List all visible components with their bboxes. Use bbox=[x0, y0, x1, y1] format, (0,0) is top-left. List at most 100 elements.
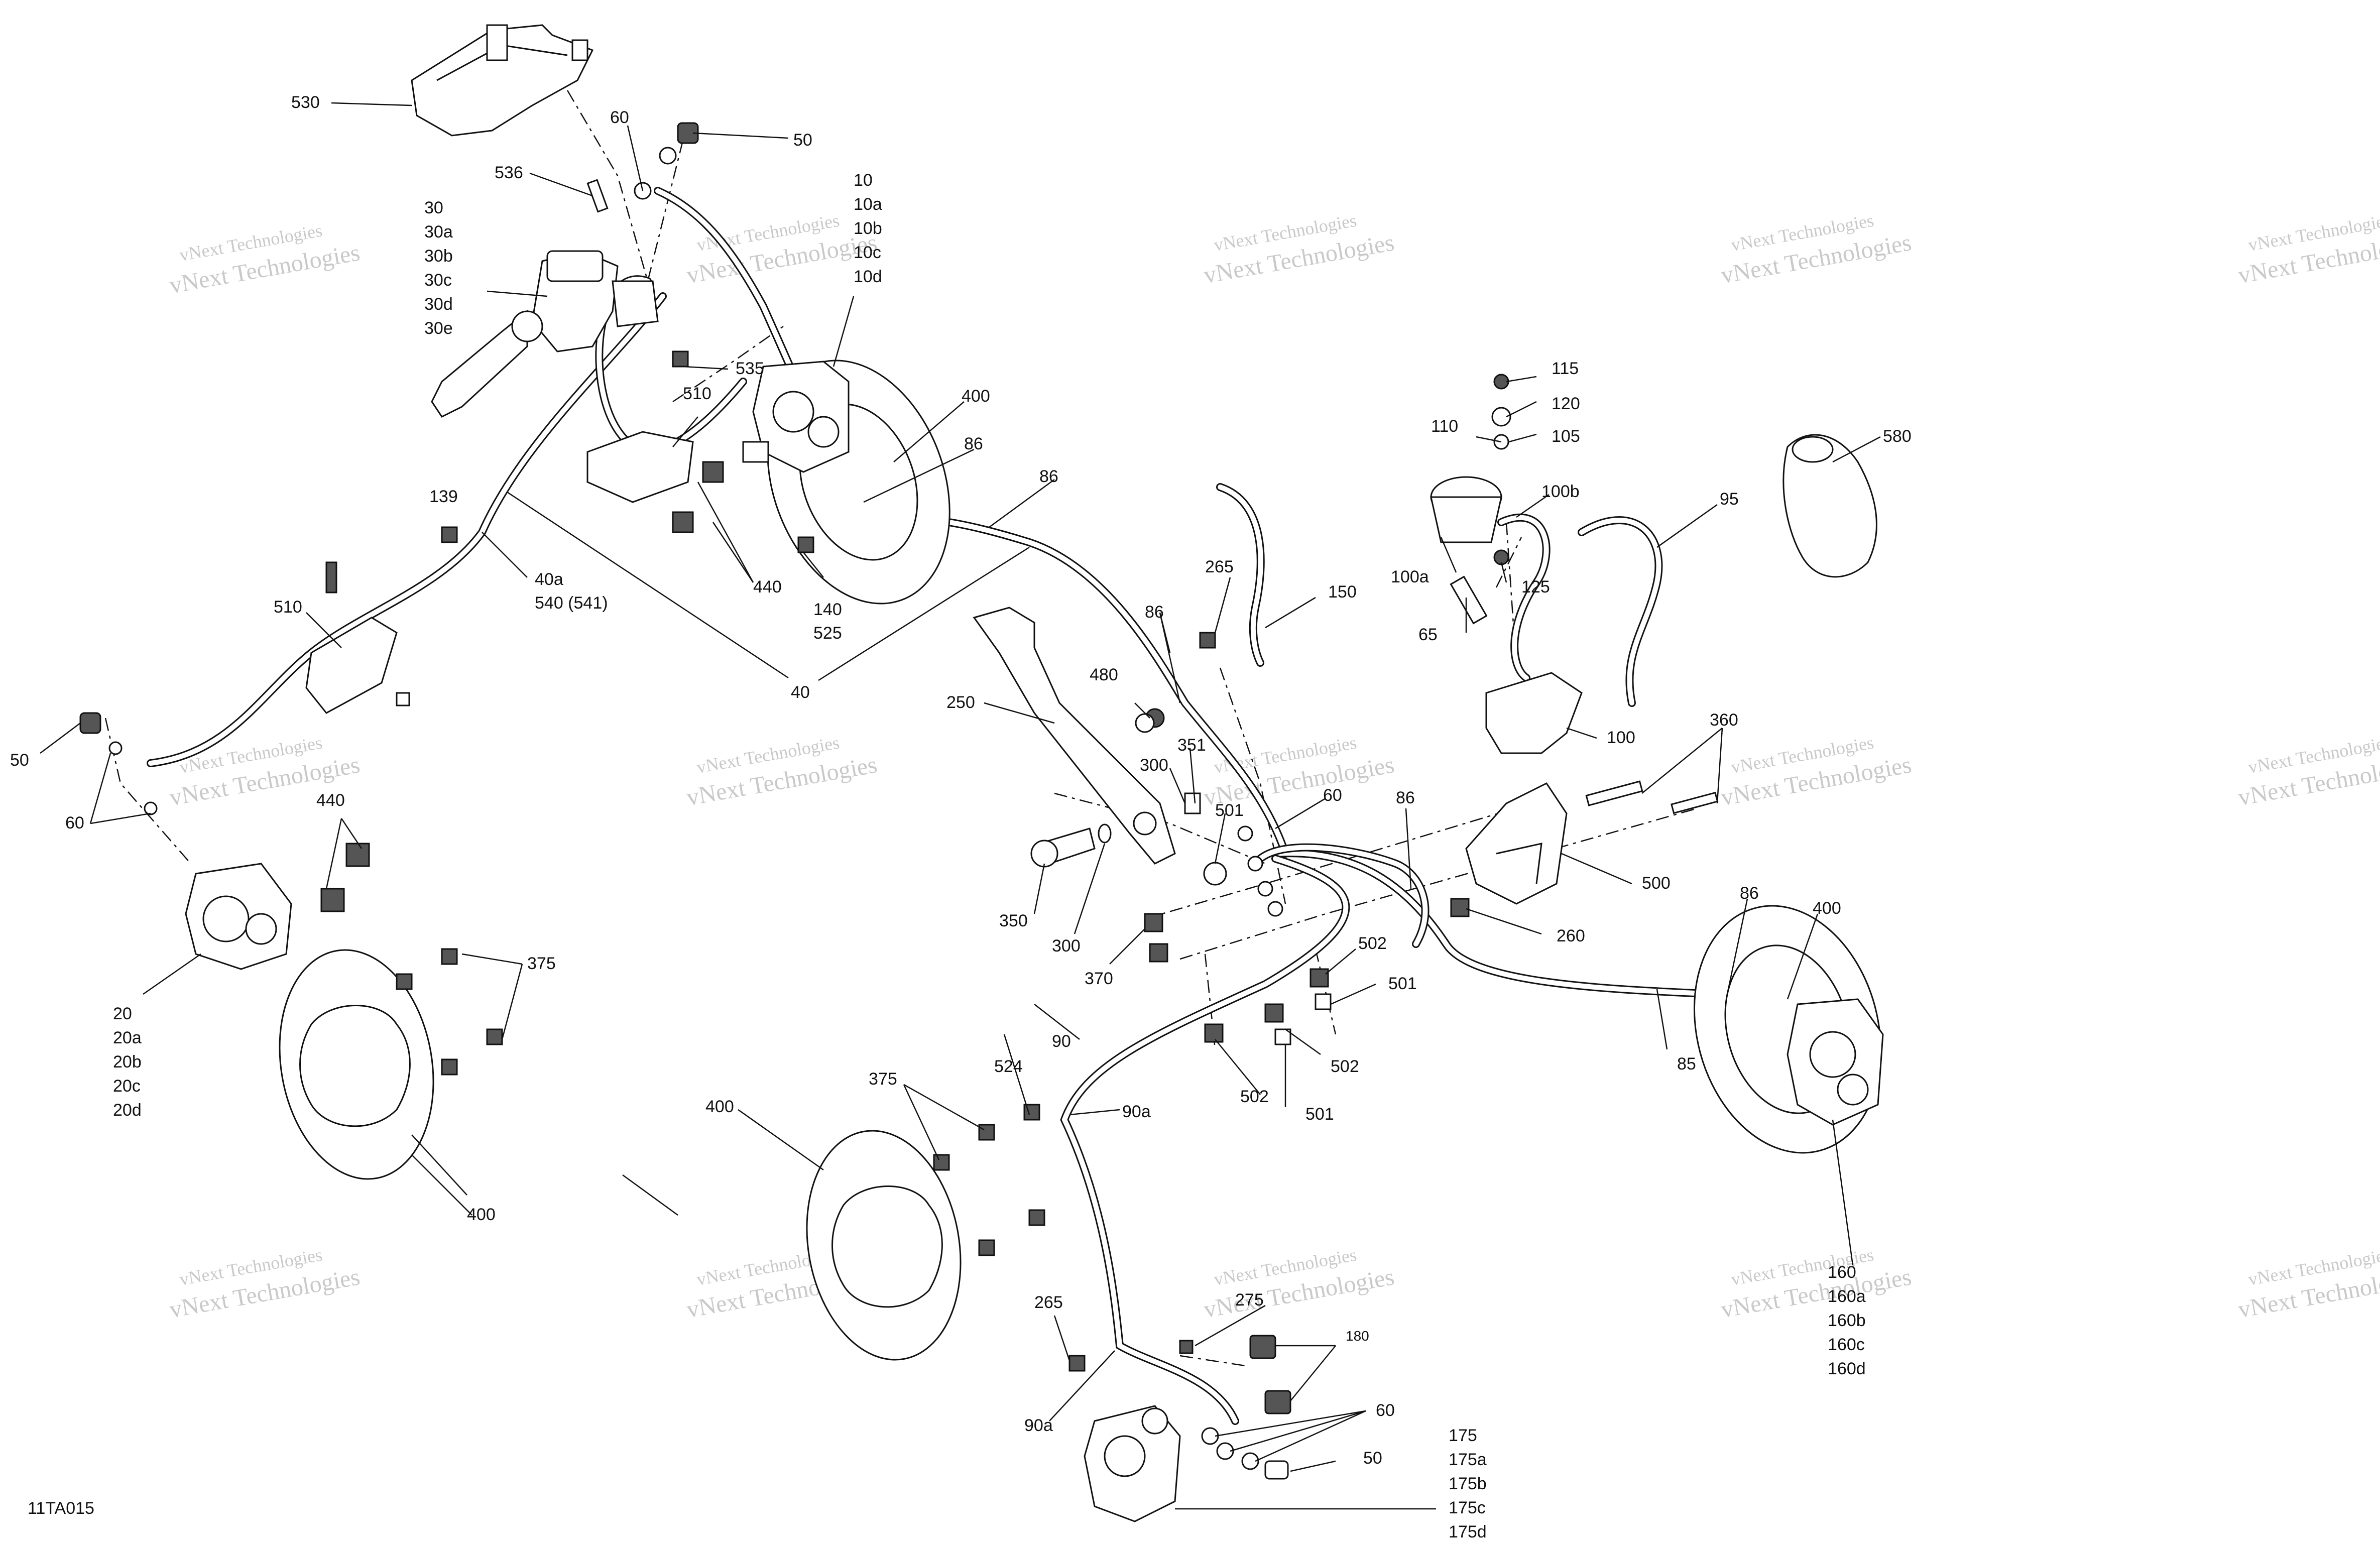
callout-label: 50 bbox=[10, 751, 29, 770]
callout-label: 525 bbox=[813, 624, 842, 643]
callout-label: 86 bbox=[1740, 884, 1759, 903]
callout-label: 501 bbox=[1215, 801, 1244, 820]
callout-label: 350 bbox=[999, 911, 1028, 930]
callout-label: 30a bbox=[424, 222, 453, 242]
callout-label: 540 (541) bbox=[535, 594, 608, 613]
rear-master-cylinder-100 bbox=[1450, 575, 1583, 754]
callout-label: 30d bbox=[424, 295, 453, 314]
nut-260 bbox=[1450, 898, 1470, 917]
callout-label: 20b bbox=[113, 1052, 142, 1072]
callout-label: 370 bbox=[1085, 969, 1113, 988]
callout-label: 139 bbox=[429, 487, 458, 506]
bracket-530 bbox=[411, 24, 594, 137]
callout-label: 10d bbox=[854, 267, 882, 286]
callout-label: 100a bbox=[1391, 567, 1429, 586]
callout-label: 50 bbox=[793, 131, 812, 150]
callout-label: 510 bbox=[274, 598, 302, 617]
rear-left-disc-400 bbox=[806, 1130, 962, 1361]
callout-label: 175a bbox=[1449, 1450, 1487, 1469]
callout-label: 60 bbox=[610, 108, 629, 127]
callout-label: 530 bbox=[291, 93, 320, 112]
callout-label: 120 bbox=[1552, 394, 1580, 413]
callout-label: 105 bbox=[1552, 427, 1580, 446]
callout-label: 175 bbox=[1449, 1426, 1477, 1445]
callout-label: 250 bbox=[946, 693, 975, 712]
callout-label: 502 bbox=[1331, 1057, 1359, 1076]
callout-label: 125 bbox=[1521, 577, 1550, 597]
callout-label: 10c bbox=[854, 243, 881, 262]
callout-label: 510 bbox=[683, 384, 711, 403]
callout-label: 140 bbox=[813, 600, 842, 619]
callout-label: 30 bbox=[424, 198, 443, 217]
small-hardware bbox=[325, 350, 1216, 1372]
front-master-cylinder-30 bbox=[431, 250, 659, 418]
callout-label: 265 bbox=[1034, 1293, 1063, 1312]
callout-label: 360 bbox=[1710, 710, 1738, 730]
callout-label: 300 bbox=[1052, 936, 1081, 956]
bracket-510-left bbox=[305, 617, 410, 714]
diagram-id: 11TA015 bbox=[28, 1499, 94, 1518]
callout-label: 440 bbox=[316, 791, 345, 810]
callout-label: 400 bbox=[467, 1205, 496, 1224]
callout-label: 260 bbox=[1557, 926, 1585, 945]
rear-right-caliper-160 bbox=[1787, 998, 1884, 1126]
callout-label: 10 bbox=[854, 171, 873, 190]
callout-label: 30c bbox=[424, 271, 452, 290]
callout-label: 10a bbox=[854, 195, 882, 214]
bolts-360 bbox=[1585, 780, 1719, 814]
fittings-501-502 bbox=[1203, 825, 1332, 1045]
brake-lines bbox=[147, 187, 1842, 1425]
rear-fittings-180-60-50 bbox=[1179, 1335, 1291, 1480]
rear-reservoir-100a bbox=[1430, 374, 1511, 565]
callout-label: 160a bbox=[1828, 1287, 1866, 1306]
callout-label: 20 bbox=[113, 1004, 132, 1023]
callout-label: 115 bbox=[1552, 359, 1579, 378]
callout-label: 480 bbox=[1090, 665, 1118, 684]
callout-label: 10b bbox=[854, 219, 882, 238]
callout-label: 60 bbox=[1323, 786, 1342, 805]
callout-label: 86 bbox=[964, 434, 983, 453]
callout-label: 160c bbox=[1828, 1335, 1865, 1354]
callout-label: 524 bbox=[994, 1057, 1023, 1076]
callout-label: 60 bbox=[1376, 1401, 1395, 1420]
callout-label: 65 bbox=[1418, 625, 1438, 644]
front-left-caliper-20 bbox=[185, 843, 370, 970]
callout-label: 86 bbox=[1145, 603, 1164, 622]
callout-label: 175d bbox=[1449, 1522, 1487, 1541]
front-left-disc-400 bbox=[279, 949, 434, 1180]
callout-label: 501 bbox=[1305, 1105, 1334, 1124]
callout-label: 400 bbox=[962, 387, 990, 406]
callout-label: 400 bbox=[705, 1097, 734, 1116]
callout-label: 440 bbox=[753, 577, 782, 597]
callout-label: 535 bbox=[736, 359, 764, 378]
banjo-bolt-50-upper bbox=[586, 122, 699, 213]
callout-label: 95 bbox=[1720, 490, 1739, 509]
pivot-bolt-350 bbox=[1030, 792, 1201, 868]
callout-label: 536 bbox=[495, 163, 523, 182]
callout-label: 375 bbox=[869, 1070, 897, 1089]
callout-label: 502 bbox=[1240, 1087, 1269, 1106]
callout-label: 40 bbox=[791, 683, 810, 702]
callout-label: 90a bbox=[1024, 1416, 1053, 1435]
bracket-510-upper bbox=[586, 431, 724, 533]
callout-label: 40a bbox=[535, 570, 563, 589]
callout-label: 20c bbox=[113, 1077, 141, 1096]
callout-label: 265 bbox=[1205, 557, 1234, 576]
callout-labels: 530 60 50 536 10 10a 10b 10c 10d 30 30a … bbox=[10, 93, 1912, 1541]
banjo-bolt-50-left bbox=[79, 712, 158, 815]
callout-label: 100 bbox=[1607, 728, 1635, 747]
callout-label: 86 bbox=[1396, 788, 1415, 807]
callout-label: 502 bbox=[1358, 934, 1387, 953]
callout-label: 110 bbox=[1431, 417, 1458, 436]
callout-label: 400 bbox=[1813, 899, 1841, 918]
callout-label: 20a bbox=[113, 1028, 142, 1047]
callout-label: 160b bbox=[1828, 1311, 1866, 1330]
rear-left-caliper-175 bbox=[1084, 1405, 1181, 1522]
disc-bolts-375-left bbox=[396, 948, 503, 1076]
bracket-500 bbox=[1465, 782, 1568, 905]
callout-label: 580 bbox=[1883, 427, 1912, 446]
callout-label: 501 bbox=[1388, 974, 1417, 993]
disc-bolts-375-rear bbox=[933, 1124, 1045, 1256]
hose-95 bbox=[1578, 516, 1663, 707]
